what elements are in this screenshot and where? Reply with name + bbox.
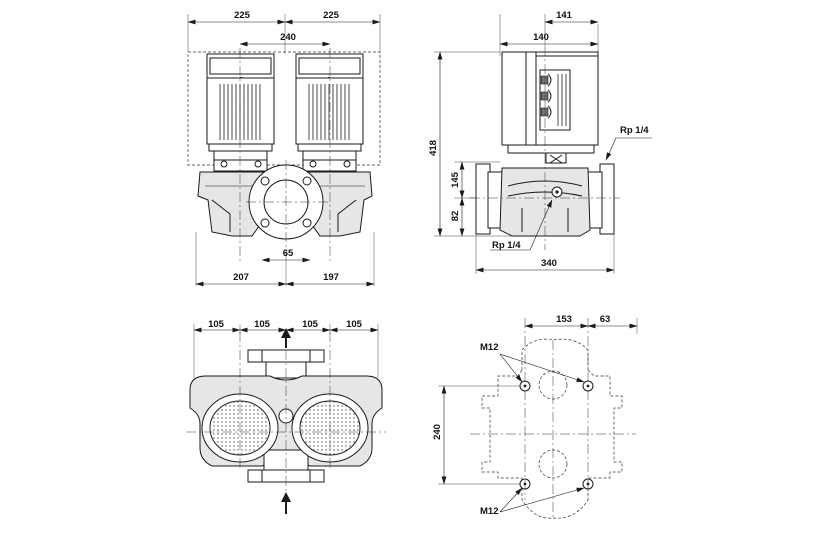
dim-front-motor-spacing: 240 — [280, 32, 296, 43]
top-view: 105 105 105 105 — [186, 319, 386, 514]
dim-front-right-base: 197 — [323, 272, 339, 283]
dim-bolt-spacing-y: 240 — [432, 424, 443, 440]
dim-side-base-length: 340 — [541, 258, 557, 269]
side-motor — [501, 51, 599, 164]
footprint-dimensions — [438, 318, 638, 485]
dim-side-motor: 140 — [533, 32, 549, 43]
label-rp-top: Rp 1/4 — [620, 125, 649, 136]
dim-bolt-spacing-x: 153 — [556, 314, 572, 325]
footprint-view: M12 M12 153 63 240 — [432, 314, 638, 520]
dim-side-top: 141 — [556, 10, 573, 21]
dim-top-seg-2: 105 — [254, 319, 271, 330]
side-pump-body — [475, 163, 615, 237]
right-motor — [295, 53, 364, 172]
left-motor — [206, 53, 275, 172]
flow-arrow-top — [281, 328, 291, 348]
dim-bolt-offset: 63 — [600, 314, 611, 325]
flow-arrow-bottom — [281, 492, 291, 514]
bolt-holes — [519, 380, 594, 490]
side-dimensions — [434, 14, 615, 274]
label-m12-top: M12 — [480, 342, 498, 353]
label-m12-bottom: M12 — [480, 506, 498, 517]
dim-side-height-low: 82 — [450, 211, 461, 222]
right-motor-fins — [308, 84, 350, 140]
dim-top-seg-4: 105 — [346, 319, 363, 330]
side-view: Rp 1/4 Rp 1/4 141 140 418 145 82 340 — [428, 10, 652, 274]
dim-front-right-width: 225 — [323, 10, 340, 21]
side-motor-connectors — [540, 73, 567, 126]
dim-front-left-base: 207 — [233, 272, 249, 283]
top-dimensions — [193, 324, 379, 378]
label-rp-bottom: Rp 1/4 — [492, 240, 521, 251]
dim-top-seg-1: 105 — [208, 319, 225, 330]
dim-side-height-total: 418 — [428, 140, 439, 156]
dim-front-left-width: 225 — [234, 10, 251, 21]
dim-side-height-mid: 145 — [450, 171, 461, 188]
dim-top-seg-3: 105 — [302, 319, 319, 330]
front-view: 225 225 240 65 207 197 — [187, 10, 381, 287]
dim-front-port-size: 65 — [283, 248, 294, 259]
front-dimensions — [187, 14, 381, 287]
